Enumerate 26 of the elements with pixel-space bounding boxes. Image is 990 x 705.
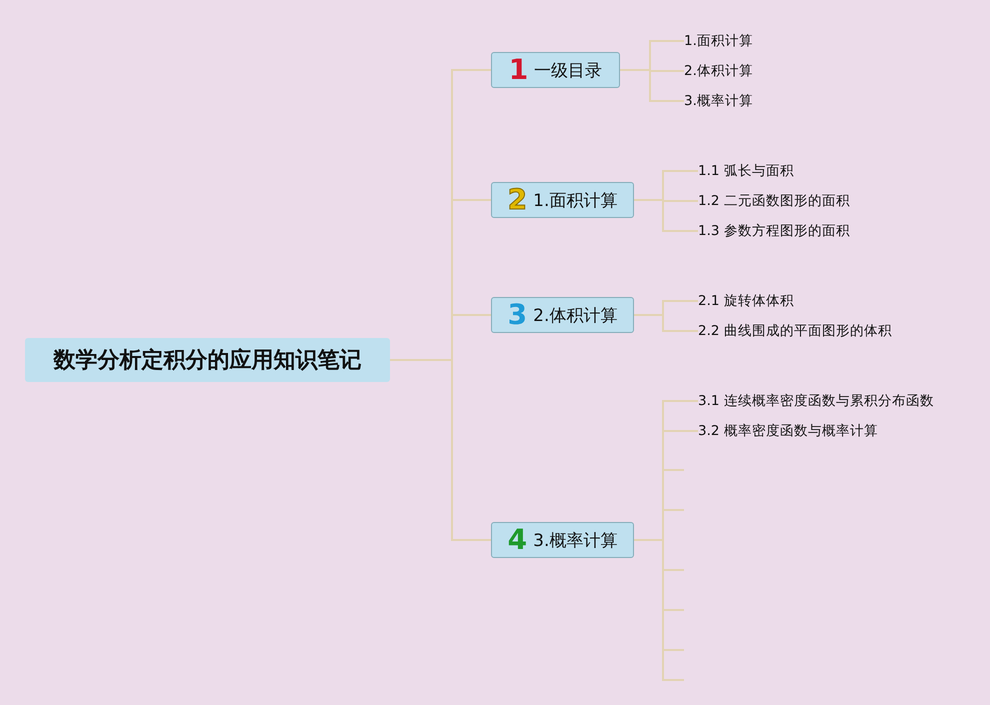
topic-box <box>491 182 634 218</box>
topic-text: 2.体积计算 <box>684 62 753 80</box>
topic-label: 3.概率计算 <box>533 530 618 552</box>
topic-text: 1.2 二元函数图形的面积 <box>698 192 850 210</box>
topic-text: 3.1 连续概率密度函数与累积分布函数 <box>698 392 934 410</box>
priority-number: 1 <box>508 56 528 84</box>
central-topic: 数学分析定积分的应用知识笔记 <box>25 338 390 382</box>
topic-label: 一级目录 <box>534 60 602 82</box>
branch-line <box>634 314 698 332</box>
topic-text: 3.概率计算 <box>684 92 753 110</box>
topic-box <box>491 297 634 333</box>
priority-number: 4 <box>508 526 528 554</box>
branch-line <box>634 539 684 681</box>
branch-line <box>390 359 491 541</box>
topic-text: 1.1 弧长与面积 <box>698 162 794 180</box>
topic-text: 2.1 旋转体体积 <box>698 292 794 310</box>
priority-number: 2 <box>508 186 528 214</box>
topic-label: 2.体积计算 <box>533 304 618 326</box>
topic-box <box>491 522 634 558</box>
priority-number: 3 <box>508 301 528 329</box>
topic-text: 1.3 参数方程图形的面积 <box>698 222 850 240</box>
topic-text: 2.2 曲线围成的平面图形的体积 <box>698 322 892 340</box>
topic-label: 1.面积计算 <box>533 190 618 212</box>
topic-text: 3.2 概率密度函数与概率计算 <box>698 422 878 440</box>
topic-text: 1.面积计算 <box>684 32 753 50</box>
topic-box <box>491 52 620 88</box>
